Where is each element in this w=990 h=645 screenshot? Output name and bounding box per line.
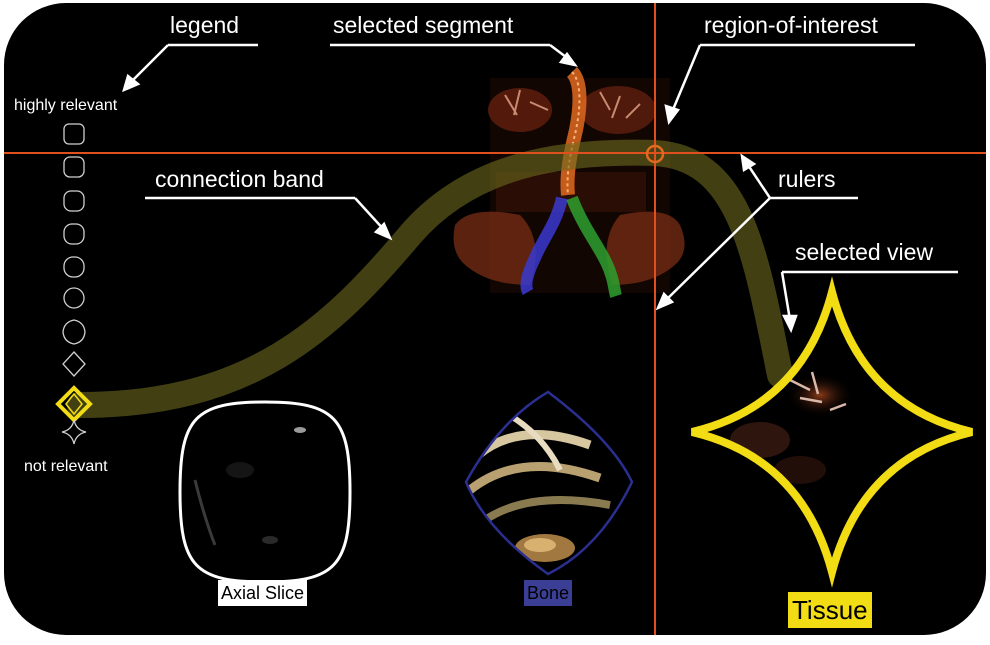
- region-of-interest-marker[interactable]: [645, 144, 665, 164]
- legend-title: legend: [170, 12, 240, 38]
- connection-band[interactable]: [67, 139, 793, 418]
- axial-slice-caption[interactable]: Axial Slice: [218, 580, 308, 606]
- segment-left: [520, 196, 568, 295]
- legend-pointer: [127, 44, 169, 86]
- view-pointer: [780, 271, 792, 321]
- rounded-square-icon: [63, 223, 85, 245]
- arrowhead-icon: [122, 73, 141, 93]
- arrowhead-icon: [655, 291, 675, 311]
- arrowhead-icon: [740, 153, 757, 173]
- rounded-square-icon: [63, 190, 85, 212]
- segment-right: [566, 195, 622, 298]
- rounded-diamond-icon: [62, 319, 86, 345]
- connection-band-label: connection band: [155, 166, 324, 192]
- diamond-icon: [62, 351, 86, 377]
- rounded-square-icon: [63, 123, 85, 145]
- rulers-pointer: [744, 161, 772, 199]
- rounded-square-icon: [63, 156, 85, 178]
- rulers-pointer: [663, 197, 771, 303]
- circle-icon: [63, 287, 85, 309]
- roi-pointer: [670, 44, 702, 113]
- tissue-caption[interactable]: Tissue: [788, 592, 872, 628]
- arrowhead-icon: [373, 221, 393, 241]
- squircle-icon: [63, 256, 85, 278]
- legend-top-label: highly relevant: [14, 97, 118, 114]
- rulers-label: rulers: [778, 166, 836, 192]
- legend-bottom-label: not relevant: [24, 458, 108, 475]
- star-icon: [61, 419, 87, 445]
- selected-view-label: selected view: [795, 239, 934, 265]
- arrowhead-icon: [781, 314, 798, 334]
- selected-segment-label: selected segment: [333, 12, 514, 38]
- selected-segment[interactable]: [520, 67, 622, 298]
- region-of-interest-label: region-of-interest: [704, 12, 878, 38]
- axial-slice-view[interactable]: [178, 400, 352, 584]
- legend-glyphs: [55, 123, 93, 445]
- arrowhead-icon: [664, 104, 681, 126]
- arrowhead-icon: [558, 51, 578, 67]
- bone-caption[interactable]: Bone: [524, 580, 573, 606]
